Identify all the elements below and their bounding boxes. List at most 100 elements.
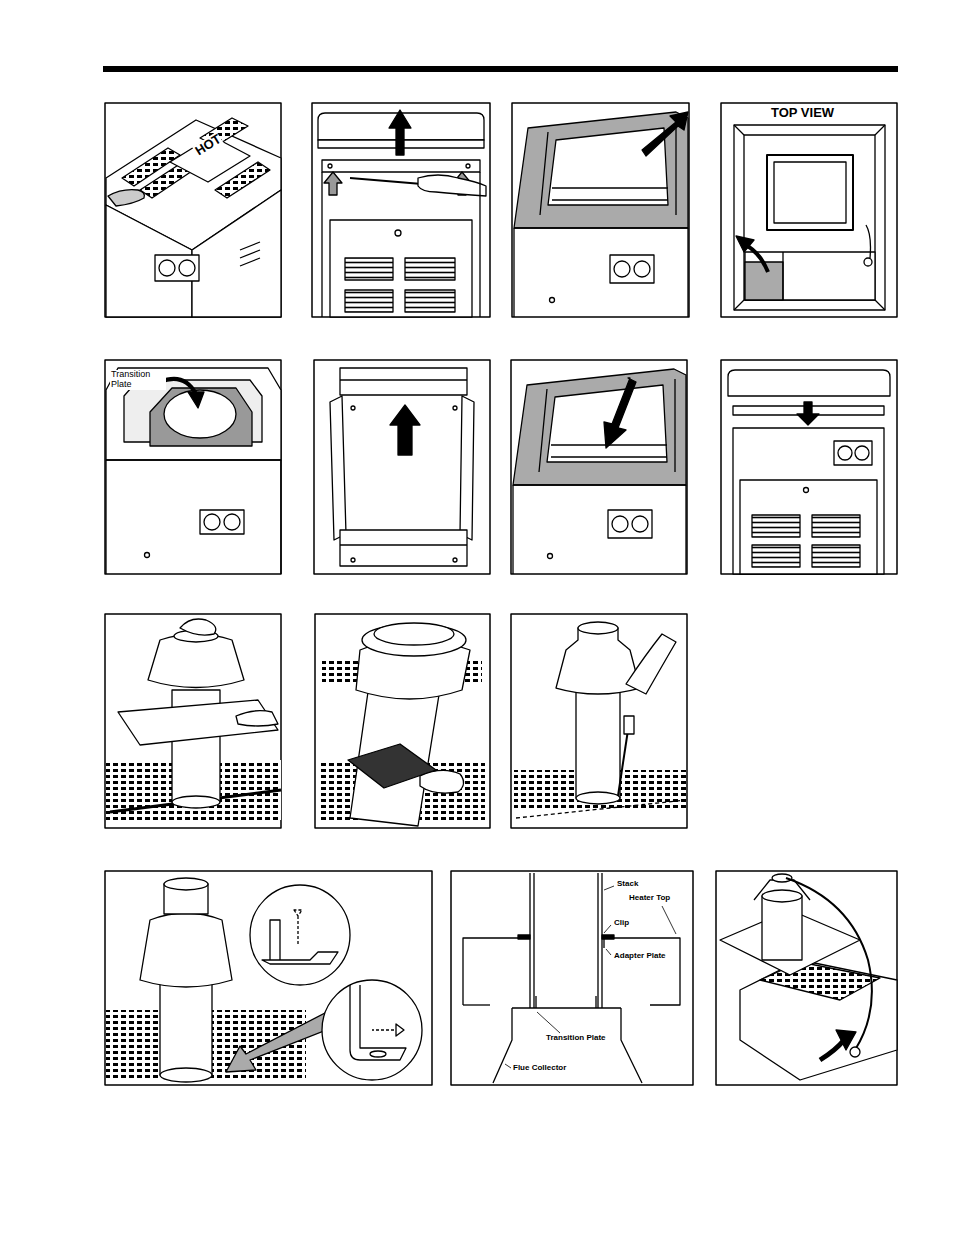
line-art — [608, 510, 652, 538]
line-art — [626, 634, 676, 694]
line-art — [514, 112, 688, 228]
line-art — [108, 190, 144, 206]
line-art — [322, 980, 422, 1080]
line-art — [396, 1024, 404, 1036]
line-art — [453, 558, 457, 562]
line-art — [106, 460, 281, 574]
line-art — [345, 290, 393, 312]
line-art — [463, 1004, 490, 1005]
view-title: TOP VIEW — [770, 106, 835, 120]
stack-insert-figure — [320, 623, 485, 826]
line-art — [328, 164, 332, 168]
line-art — [834, 441, 872, 465]
line-art — [172, 796, 220, 808]
part-name: Transition Plate — [110, 370, 166, 390]
line-art — [200, 510, 244, 534]
line-art — [604, 925, 611, 933]
line-art — [314, 360, 490, 574]
line-art — [745, 252, 875, 300]
line-art — [164, 390, 236, 438]
line-art — [774, 162, 846, 223]
line-art — [548, 128, 668, 205]
line-art — [716, 871, 897, 1085]
line-art — [610, 255, 654, 283]
line-art — [662, 906, 676, 934]
part-name: Stack — [616, 880, 639, 889]
line-art — [155, 255, 199, 281]
line-art — [866, 225, 871, 258]
transition-plate-figure — [106, 368, 281, 574]
line-art — [322, 172, 480, 317]
line-art — [453, 406, 457, 410]
heater-top-figure — [106, 118, 281, 317]
line-art — [236, 711, 278, 726]
line-art — [612, 516, 628, 532]
line-art — [797, 402, 819, 425]
part-name: Adapter Plate — [613, 952, 667, 961]
line-art — [105, 103, 281, 317]
line-art — [466, 164, 470, 168]
line-art — [374, 623, 454, 645]
line-art — [820, 1040, 844, 1060]
line-art — [721, 103, 897, 317]
line-art — [782, 252, 783, 300]
line-art — [493, 1008, 642, 1083]
line-art — [740, 480, 877, 574]
line-art — [350, 985, 406, 1060]
line-art — [536, 996, 596, 1008]
line-art — [762, 896, 802, 960]
line-art — [614, 261, 630, 277]
line-art — [262, 952, 338, 964]
line-art — [603, 938, 604, 948]
line-art — [160, 1068, 212, 1082]
line-art — [105, 614, 281, 828]
line-art — [511, 360, 687, 574]
line-art — [390, 405, 420, 455]
line-art — [362, 624, 466, 656]
line-art — [733, 428, 884, 574]
line-art — [855, 446, 869, 460]
line-art — [460, 396, 474, 540]
line-art — [340, 368, 467, 395]
top-view-figure — [734, 125, 885, 310]
line-art — [270, 920, 280, 960]
line-art — [351, 406, 355, 410]
line-art — [767, 155, 853, 230]
line-art — [624, 716, 634, 734]
line-art — [340, 379, 467, 380]
line-art — [537, 1012, 560, 1033]
line-art — [204, 514, 220, 530]
line-art — [105, 360, 281, 574]
line-art — [160, 975, 212, 1075]
line-art — [315, 614, 490, 828]
leader-line — [505, 886, 676, 1068]
line-art — [106, 368, 281, 460]
line-art — [530, 873, 602, 1008]
bracket-figure — [330, 368, 474, 566]
line-art — [395, 230, 401, 236]
line-art — [632, 516, 648, 532]
line-art — [324, 172, 342, 195]
part-name: Flue Collector — [512, 1064, 567, 1073]
line-art — [224, 514, 240, 530]
line-art — [512, 1007, 621, 1008]
line-art — [405, 290, 455, 312]
line-art — [505, 1064, 511, 1068]
hot-warning: HOT — [192, 131, 225, 159]
line-art — [804, 488, 809, 493]
line-art — [850, 1047, 860, 1057]
line-art — [340, 544, 467, 545]
line-art — [350, 178, 422, 184]
line-art — [604, 938, 680, 1005]
line-art — [188, 392, 204, 408]
line-art — [513, 485, 686, 574]
line-art — [578, 622, 618, 634]
line-art — [762, 890, 802, 902]
line-art — [754, 880, 810, 900]
line-art — [345, 258, 393, 280]
line-art — [250, 885, 350, 985]
wiring-figure — [720, 874, 897, 1080]
header-rule — [103, 66, 898, 72]
line-art — [179, 260, 195, 276]
